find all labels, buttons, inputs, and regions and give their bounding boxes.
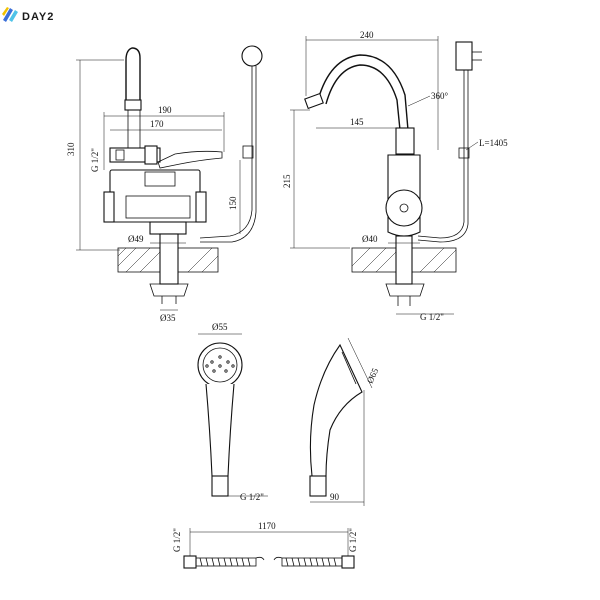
front-valve-right: [144, 145, 158, 165]
front-stem: [159, 233, 179, 285]
shower-front-view: Ø55 G 1/2": [197, 322, 268, 502]
shower-side-view: Ø65 90: [309, 337, 381, 506]
dim-front-stem-dia: Ø35: [160, 313, 176, 323]
side-view: 240 145 360° L=1405 215 Ø40 G 1/2": [282, 30, 508, 322]
dim-side-height: 215: [282, 174, 292, 188]
dim-front-width-inner: 170: [150, 119, 164, 129]
front-spout: [125, 47, 141, 105]
dim-shower-front-dia: Ø55: [212, 322, 228, 332]
side-dial: [385, 189, 423, 227]
hose-left-connector: [183, 555, 197, 569]
side-nut: [385, 283, 425, 297]
side-cable: [417, 70, 465, 239]
front-heater-cap-right: [195, 191, 207, 223]
dim-side-reach: 145: [350, 117, 364, 127]
dim-side-rotation: 360°: [431, 91, 449, 101]
dim-front-width-outer: 190: [158, 105, 172, 115]
front-heater-panel: [125, 195, 191, 219]
shower-side-body: [309, 343, 363, 477]
dim-shower-front-thread: G 1/2": [240, 492, 264, 502]
dim-front-thread: G 1/2": [90, 148, 100, 172]
dim-front-base-dia: Ø49: [128, 234, 144, 244]
dim-front-body-height: 150: [228, 196, 238, 210]
brand-name: DAY2: [22, 11, 55, 23]
shower-front-connector: [211, 475, 229, 497]
dim-side-width: 240: [360, 30, 374, 40]
front-shower-hose: [199, 66, 253, 239]
dim-shower-side-dia: Ø65: [365, 366, 381, 385]
dim-side-cable: L=1405: [479, 138, 508, 148]
side-counter-hatch: [351, 247, 457, 273]
dim-hose-length: 1170: [258, 521, 276, 531]
front-view: 310 190 170 G 1/2" 150 Ø49 Ø35: [66, 45, 263, 323]
side-plug: [455, 41, 473, 71]
brand-logo: DAY2: [0, 4, 80, 28]
dim-side-thread: G 1/2": [420, 312, 444, 322]
dim-front-height: 310: [66, 142, 76, 156]
front-lever: [157, 150, 223, 169]
dim-side-base-dia: Ø40: [362, 234, 378, 244]
front-nut: [149, 283, 189, 297]
front-spout-nozzle: [124, 99, 142, 111]
shower-front-handle: [205, 383, 235, 477]
front-shower-knob: [241, 45, 263, 67]
hose-view: 1170 G 1/2" G 1/2": [172, 521, 358, 569]
front-valve-left: [115, 149, 125, 161]
front-heater-top: [144, 171, 176, 187]
dim-hose-thread-left: G 1/2": [172, 528, 182, 552]
side-spout: [317, 54, 409, 131]
front-heater-cap-left: [103, 191, 115, 223]
dim-shower-side-length: 90: [330, 492, 340, 502]
brand-logo-icon: [2, 7, 18, 22]
front-base: [149, 221, 187, 235]
side-collar: [395, 127, 415, 155]
side-nozzle: [304, 92, 324, 110]
shower-side-connector: [309, 475, 327, 497]
dim-hose-thread-right: G 1/2": [348, 528, 358, 552]
shower-front-nozzles: [205, 355, 235, 373]
hose-right-connector: [341, 555, 355, 569]
